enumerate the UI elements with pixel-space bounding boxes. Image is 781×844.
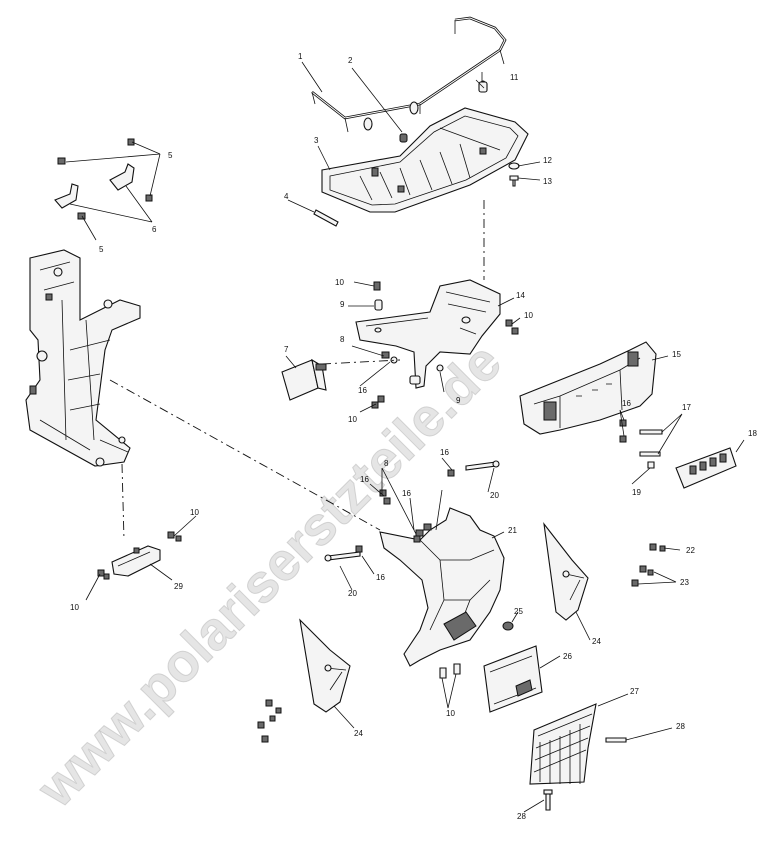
- callout-28a: 28: [676, 722, 685, 731]
- callout-24b: 24: [354, 729, 363, 738]
- callout-20b: 20: [348, 589, 357, 598]
- small-hardware: [257, 543, 666, 743]
- part-bumper: [519, 341, 657, 435]
- callout-10f: 10: [446, 709, 455, 718]
- callout-10a: 10: [335, 278, 344, 287]
- part-rack-tray: [321, 107, 529, 213]
- callout-10e: 10: [70, 603, 79, 612]
- callout-10d: 10: [190, 508, 199, 517]
- brackets-and-screws: [54, 138, 153, 220]
- callout-16d: 16: [402, 489, 411, 498]
- part-side-panel-right: [543, 522, 589, 621]
- part-lower-bracket: [97, 531, 182, 580]
- callout-labels: 1 2 3 4 5 5 6 7 8 8 9 9 10 10 10 10 10 1…: [70, 52, 757, 821]
- callout-19: 19: [632, 488, 641, 497]
- callout-12: 12: [543, 156, 552, 165]
- callout-22: 22: [686, 546, 695, 555]
- callout-25: 25: [514, 607, 523, 616]
- screws-28: [543, 737, 627, 811]
- part-mount-plate: [355, 279, 519, 409]
- callout-26: 26: [563, 652, 572, 661]
- callout-16a: 16: [358, 386, 367, 395]
- callout-9a: 9: [340, 300, 345, 309]
- callout-16c: 16: [360, 475, 369, 484]
- top-hardware: [399, 81, 520, 187]
- part-front-frame: [379, 507, 505, 667]
- part-side-panel-left: [299, 618, 351, 713]
- callout-29: 29: [174, 582, 183, 591]
- callout-21: 21: [508, 526, 517, 535]
- callout-16e: 16: [440, 448, 449, 457]
- callout-14: 14: [516, 291, 525, 300]
- part-spacer-rod: [313, 209, 339, 227]
- part-washer: [502, 621, 514, 631]
- part-skid-plate: [675, 447, 737, 489]
- callout-28b: 28: [517, 812, 526, 821]
- callout-5b: 5: [99, 245, 104, 254]
- right-hardware: [619, 419, 663, 469]
- assembly-lines: [109, 200, 485, 541]
- callout-20a: 20: [490, 491, 499, 500]
- callout-11: 11: [510, 73, 519, 82]
- callout-1: 1: [298, 52, 303, 61]
- callout-18: 18: [748, 429, 757, 438]
- callout-15: 15: [672, 350, 681, 359]
- callout-6: 6: [152, 225, 157, 234]
- callout-16f: 16: [376, 573, 385, 582]
- callout-9b: 9: [456, 396, 461, 405]
- callout-8a: 8: [340, 335, 345, 344]
- callout-10c: 10: [348, 415, 357, 424]
- callout-13: 13: [543, 177, 552, 186]
- callout-10b: 10: [524, 311, 533, 320]
- bolts: [324, 460, 500, 562]
- callout-5a: 5: [168, 151, 173, 160]
- callout-17: 17: [682, 403, 691, 412]
- part-light: [281, 358, 327, 401]
- callout-2: 2: [348, 56, 353, 65]
- callout-23: 23: [680, 578, 689, 587]
- callout-3: 3: [314, 136, 319, 145]
- part-frame: [25, 249, 141, 467]
- callout-4: 4: [284, 192, 289, 201]
- callout-16b: 16: [622, 399, 631, 408]
- callout-27: 27: [630, 687, 639, 696]
- leader-lines: [65, 61, 745, 813]
- part-plate: [483, 645, 543, 713]
- callout-7: 7: [284, 345, 289, 354]
- callout-24a: 24: [592, 637, 601, 646]
- part-mesh: [529, 703, 597, 785]
- lower-fasteners: [439, 663, 461, 679]
- callout-8b: 8: [384, 459, 389, 468]
